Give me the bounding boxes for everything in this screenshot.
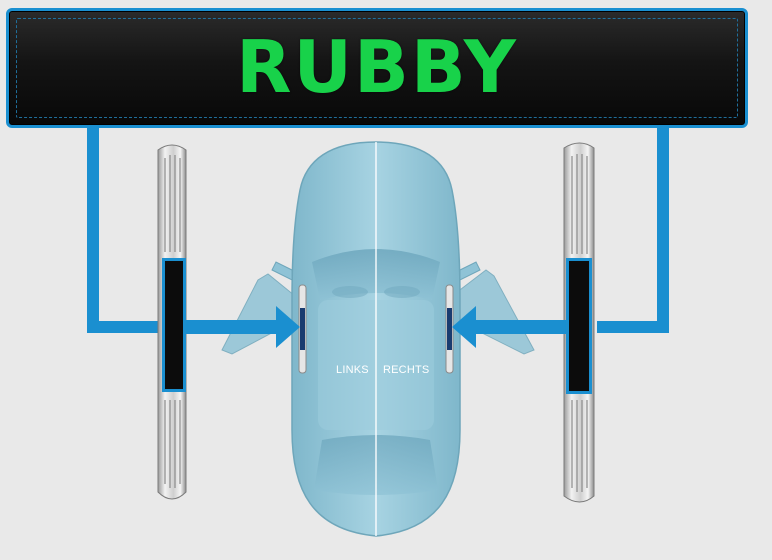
banner-title: RUBBY (236, 25, 518, 109)
connector-lines (87, 125, 669, 333)
banner-dashed-border (16, 18, 738, 118)
car-topview-icon (221, 141, 535, 537)
title-banner: RUBBY (6, 8, 748, 128)
arrow-left-icon (452, 306, 566, 348)
door-sill-right-icon (563, 142, 595, 503)
car-left-label: LINKS (336, 364, 369, 376)
door-sill-left-icon (157, 144, 187, 500)
car-right-label: RECHTS (383, 364, 430, 376)
arrow-right-icon (186, 306, 300, 348)
